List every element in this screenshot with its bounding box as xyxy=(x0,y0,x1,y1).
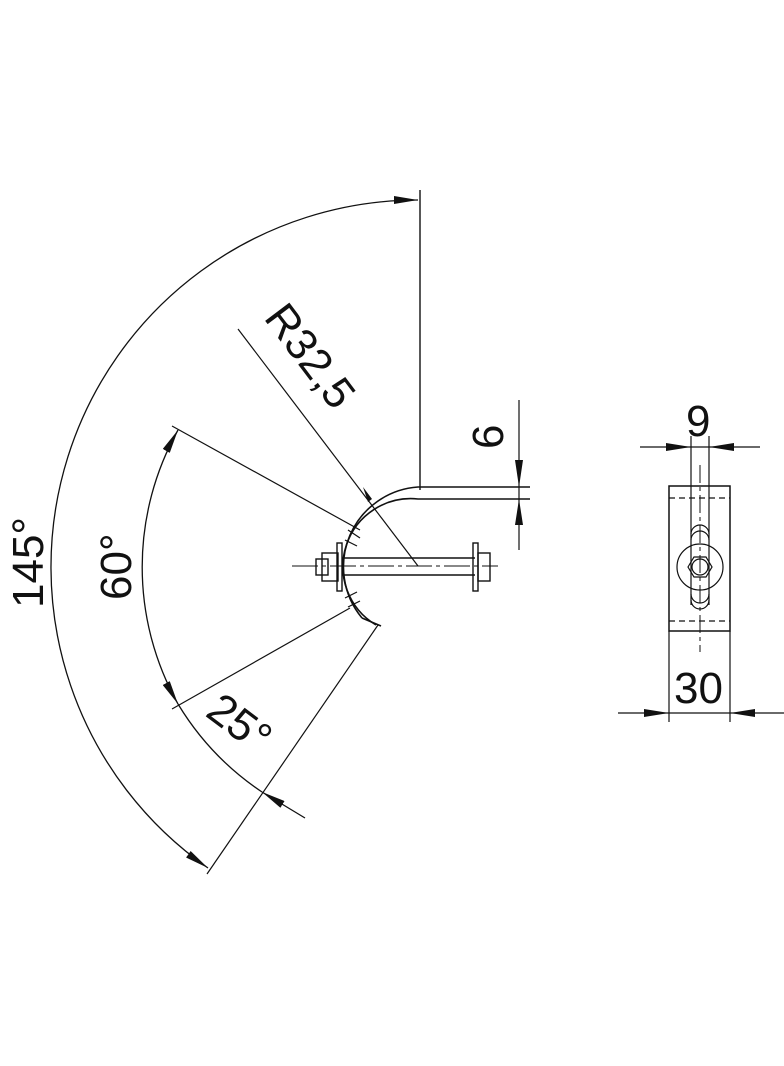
angle-60-arc xyxy=(141,429,179,705)
radius-leader xyxy=(237,328,419,567)
thickness-label: 6 xyxy=(464,425,513,449)
strap-inner xyxy=(342,497,530,626)
angle-25-label: 25° xyxy=(198,684,281,763)
angle-60-label: 60° xyxy=(92,533,141,600)
angle-145-label: 145° xyxy=(4,517,53,608)
side-view xyxy=(50,190,530,875)
bolt xyxy=(292,542,498,592)
strap-width-label: 30 xyxy=(674,664,723,713)
extension-line-60-bottom xyxy=(171,607,351,710)
slot-width-label: 9 xyxy=(686,397,710,446)
extension-line-145-end xyxy=(206,624,379,875)
radius-label: R32,5 xyxy=(255,295,365,418)
radius-arrow xyxy=(363,487,372,502)
angle-25-arc xyxy=(177,703,263,793)
extension-line-60-top xyxy=(171,425,361,531)
strap-outer xyxy=(342,486,530,619)
angle-145-arc xyxy=(50,196,419,869)
front-view xyxy=(618,436,784,722)
angle-25-arrow xyxy=(261,791,306,819)
strap-end xyxy=(361,617,382,627)
